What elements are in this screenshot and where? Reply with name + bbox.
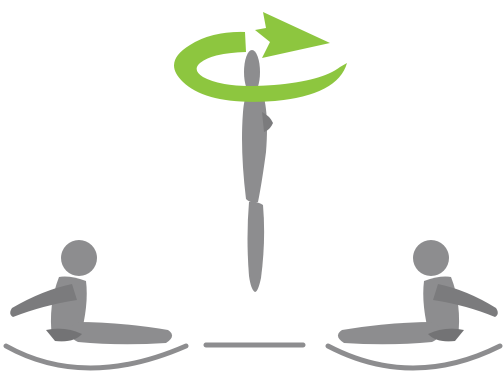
rotation-arrow-icon — [174, 12, 347, 102]
center-figure-lower-body — [248, 202, 265, 292]
right-figure-head — [413, 240, 449, 276]
left-figure-head — [61, 240, 97, 276]
floor-line-icon — [6, 345, 500, 368]
right-rocker-line — [328, 346, 500, 368]
left-rocker-line — [6, 346, 186, 368]
person-seated-icon — [10, 240, 172, 344]
center-figure-upper-body — [242, 91, 267, 203]
right-figure-legs — [338, 322, 441, 344]
person-seated-icon — [338, 240, 498, 344]
left-figure-legs — [69, 322, 172, 344]
rotation-arrow-head — [255, 12, 330, 58]
